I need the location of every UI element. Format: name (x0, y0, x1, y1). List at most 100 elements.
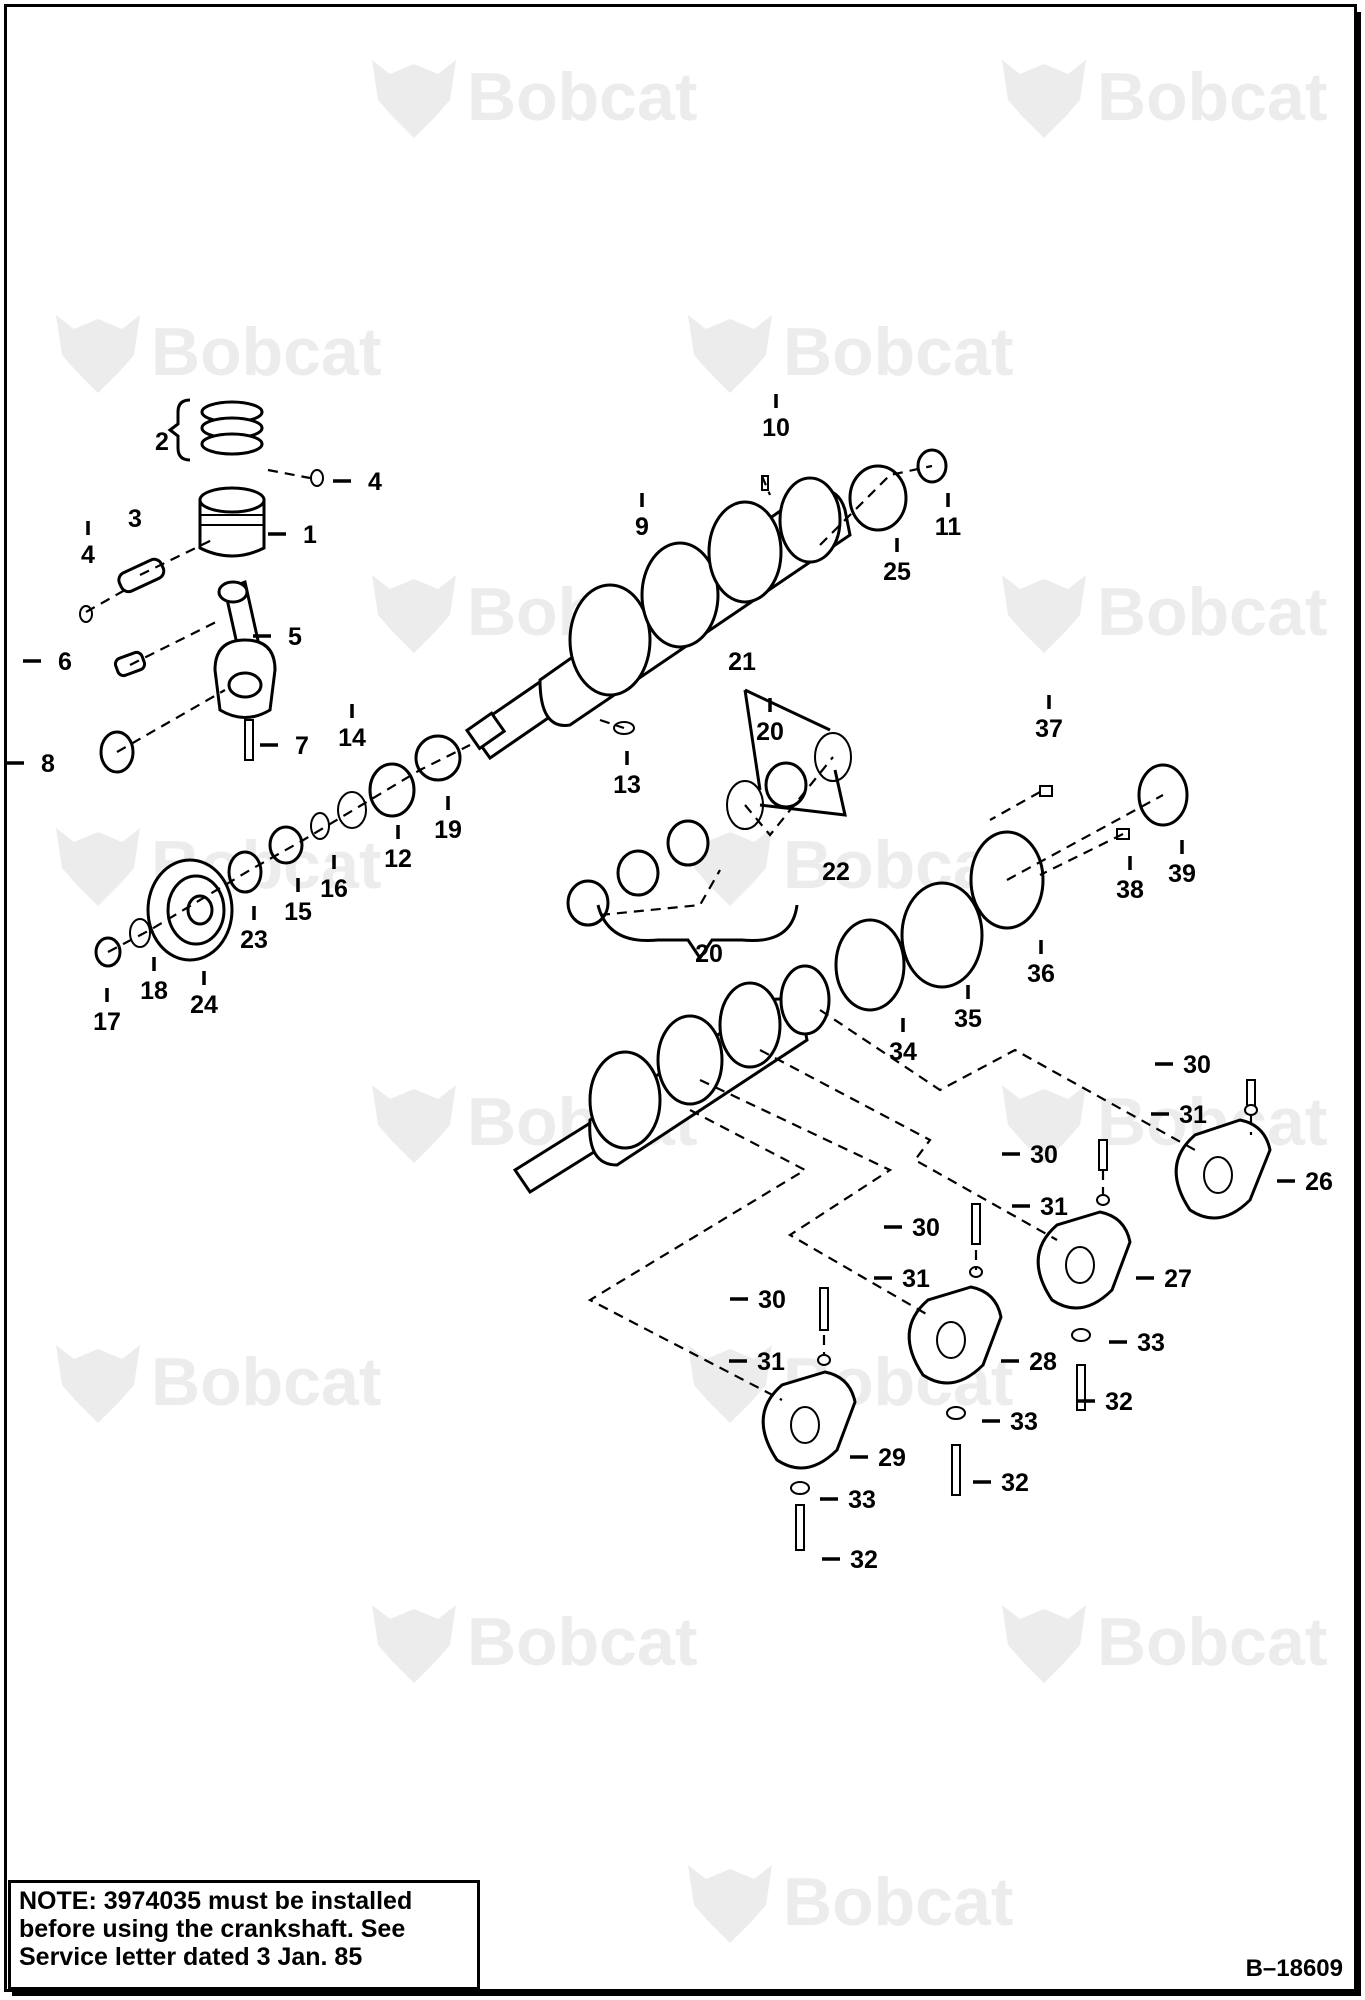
bobcat-logo-icon (56, 315, 140, 393)
callout-24: 24 (190, 991, 218, 1019)
bobcat-logo-icon (688, 1865, 772, 1943)
callout-35: 35 (954, 1005, 982, 1033)
cap-bolts (790, 1079, 1258, 1551)
callout-7: 7 (295, 732, 309, 760)
callout-23: 23 (240, 926, 268, 954)
bobcat-logo-icon (1002, 575, 1086, 653)
page-frame-shadow (12, 12, 1361, 1996)
callout-5: 5 (288, 623, 302, 651)
bobcat-logo-icon (1002, 1085, 1086, 1163)
callout-6: 6 (58, 648, 72, 676)
watermark-text: Bobcat (467, 1604, 697, 1680)
bearing-cap-29 (761, 1370, 857, 1470)
figure-id: B–18609 (1245, 1955, 1343, 1982)
bracket-20 (596, 904, 799, 961)
bobcat-logo-icon (56, 1345, 140, 1423)
callout-31: 31 (1040, 1193, 1068, 1221)
callout-layer: 1234456789101112131415161718192020212223… (41, 414, 1333, 1574)
callout-17: 17 (93, 1008, 121, 1036)
callout-13: 13 (613, 771, 641, 799)
note-text: 3974035 must be installed before using t… (19, 1887, 413, 1971)
rear-plate (900, 881, 984, 989)
callout-33: 33 (1137, 1329, 1165, 1357)
connecting-rod (213, 579, 277, 719)
callout-31: 31 (1179, 1101, 1207, 1129)
main-bearing-2 (616, 849, 660, 897)
main-bearing-thrust (764, 761, 808, 809)
callout-29: 29 (878, 1444, 906, 1472)
bobcat-logo-icon (688, 1345, 772, 1423)
snap-ring-upper (310, 469, 324, 487)
watermark-text: Bobcat (151, 1344, 381, 1420)
callout-30: 30 (1183, 1051, 1211, 1079)
callout-32: 32 (850, 1546, 878, 1574)
bobcat-logo-icon (56, 828, 140, 906)
callout-3: 3 (128, 505, 142, 533)
callout-33: 33 (1010, 1408, 1038, 1436)
pulley-washer (129, 918, 151, 948)
callout-4: 4 (368, 468, 382, 496)
bearing-cap-27 (1036, 1210, 1132, 1310)
crankshaft-upper (464, 476, 852, 761)
main-bearing-1 (566, 879, 610, 927)
watermark-text: Bobcat (467, 59, 697, 135)
bobcat-logo-icon (372, 1605, 456, 1683)
thrust-collar (414, 734, 462, 782)
callout-30: 30 (758, 1286, 786, 1314)
callout-31: 31 (757, 1348, 785, 1376)
watermark-text: Bobcat (1097, 574, 1327, 650)
callout-21: 21 (728, 648, 756, 676)
watermark-2: Bobcat (1002, 59, 1327, 138)
bracket-21-22 (743, 688, 847, 817)
watermark-text: Bobcat (1097, 1604, 1327, 1680)
dashed-lines-layer (85, 464, 1253, 1401)
callout-10: 10 (762, 414, 790, 442)
callout-37: 37 (1035, 715, 1063, 743)
callout-20: 20 (756, 718, 784, 746)
main-bearing-3 (666, 819, 710, 867)
watermark-text: Bobcat (151, 314, 381, 390)
crankshaft-pulley (146, 858, 234, 962)
watermark-4: Bobcat (688, 314, 1013, 393)
bobcat-logo-icon (1002, 1605, 1086, 1683)
watermark-15: Bobcat (688, 1864, 1013, 1943)
watermark-1: Bobcat (372, 59, 697, 138)
watermark-14: Bobcat (1002, 1604, 1327, 1683)
gear-ring (337, 791, 367, 829)
note-box: NOTE: 3974035 must be installed before u… (8, 1880, 480, 1990)
bobcat-logo-icon (372, 575, 456, 653)
watermark-text: Bobcat (1097, 59, 1327, 135)
watermark-text: Bobcat (783, 314, 1013, 390)
rear-gasket (834, 918, 906, 1012)
watermark-11: Bobcat (56, 1344, 381, 1423)
callout-14: 14 (338, 724, 366, 752)
piston (198, 486, 266, 558)
note-label: NOTE: (19, 1887, 97, 1915)
bearing-cap-26 (1174, 1118, 1272, 1220)
callout-22: 22 (822, 858, 850, 886)
callout-26: 26 (1305, 1168, 1333, 1196)
callout-36: 36 (1027, 960, 1055, 988)
callout-11: 11 (935, 513, 962, 541)
callout-32: 32 (1105, 1388, 1133, 1416)
leader-lines-layer (6, 394, 1295, 1561)
callout-1: 1 (303, 521, 317, 549)
callout-19: 19 (434, 816, 462, 844)
callout-2: 2 (155, 428, 169, 456)
crankshaft-gear (368, 762, 416, 818)
callout-27: 27 (1164, 1265, 1192, 1293)
callout-20: 20 (695, 940, 723, 968)
callout-33: 33 (848, 1486, 876, 1514)
bobcat-logo-icon (372, 60, 456, 138)
bobcat-logo-icon (1002, 60, 1086, 138)
watermark-13: Bobcat (372, 1604, 697, 1683)
callout-16: 16 (320, 875, 348, 903)
callout-34: 34 (889, 1038, 917, 1066)
callout-28: 28 (1029, 1348, 1057, 1376)
piston-rings (167, 398, 264, 462)
callout-25: 25 (883, 558, 911, 586)
callout-15: 15 (284, 898, 312, 926)
callout-8: 8 (41, 750, 55, 778)
bobcat-logo-icon (688, 315, 772, 393)
callout-18: 18 (140, 977, 168, 1005)
